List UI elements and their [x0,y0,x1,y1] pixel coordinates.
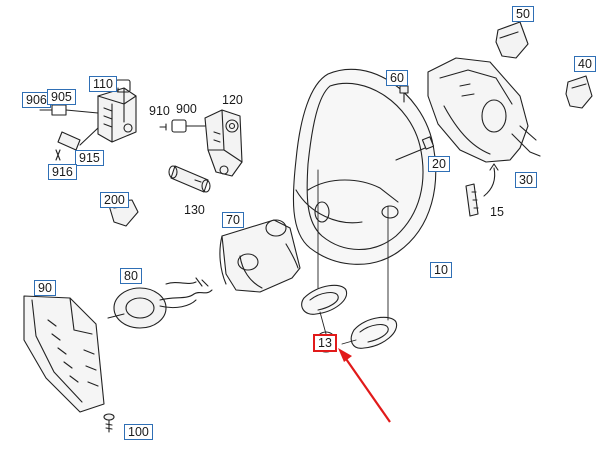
callout-30[interactable]: 30 [515,172,537,188]
callout-70[interactable]: 70 [222,212,244,228]
connector-part-905 [39,104,99,116]
steering-wheel-part-10 [292,68,437,265]
leader-line [319,311,327,335]
airbag-module-part-30 [427,57,541,163]
clock-spring-part-80 [107,277,213,329]
callout-905[interactable]: 905 [47,89,76,105]
callout-13[interactable]: 13 [313,334,337,352]
callout-60[interactable]: 60 [386,70,408,86]
bolt-part-20 [395,136,435,161]
callout-120: 120 [222,93,243,107]
callout-100[interactable]: 100 [124,424,153,440]
column-cover-part-70 [219,219,301,293]
lock-cylinder-part-130 [168,165,211,193]
callout-915[interactable]: 915 [75,150,104,166]
control-pad-parts-13 [301,284,398,349]
callout-130: 130 [184,203,205,217]
cap-part-50 [495,21,529,59]
lock-housing-part-110 [97,79,137,143]
callout-40[interactable]: 40 [574,56,596,72]
ignition-switch-part-120 [204,109,243,177]
clip-part-15 [465,163,499,217]
screw-part-60 [399,85,409,103]
cap-part-40 [565,75,593,109]
connector-part-900 [159,119,206,133]
callout-910: 910 [149,104,170,118]
screw-part-100 [103,413,115,433]
callout-916[interactable]: 916 [48,164,77,180]
leader-line [341,339,357,345]
callout-80[interactable]: 80 [120,268,142,284]
column-trim-part-90 [23,295,105,413]
callout-20[interactable]: 20 [428,156,450,172]
callout-90[interactable]: 90 [34,280,56,296]
callout-900: 900 [176,102,197,116]
callout-110[interactable]: 110 [89,76,117,92]
highlight-arrow [338,348,391,423]
callout-906[interactable]: 906 [22,92,51,108]
callout-15: 15 [490,205,504,219]
callout-200[interactable]: 200 [100,192,129,208]
callout-10[interactable]: 10 [430,262,452,278]
callout-50[interactable]: 50 [512,6,534,22]
